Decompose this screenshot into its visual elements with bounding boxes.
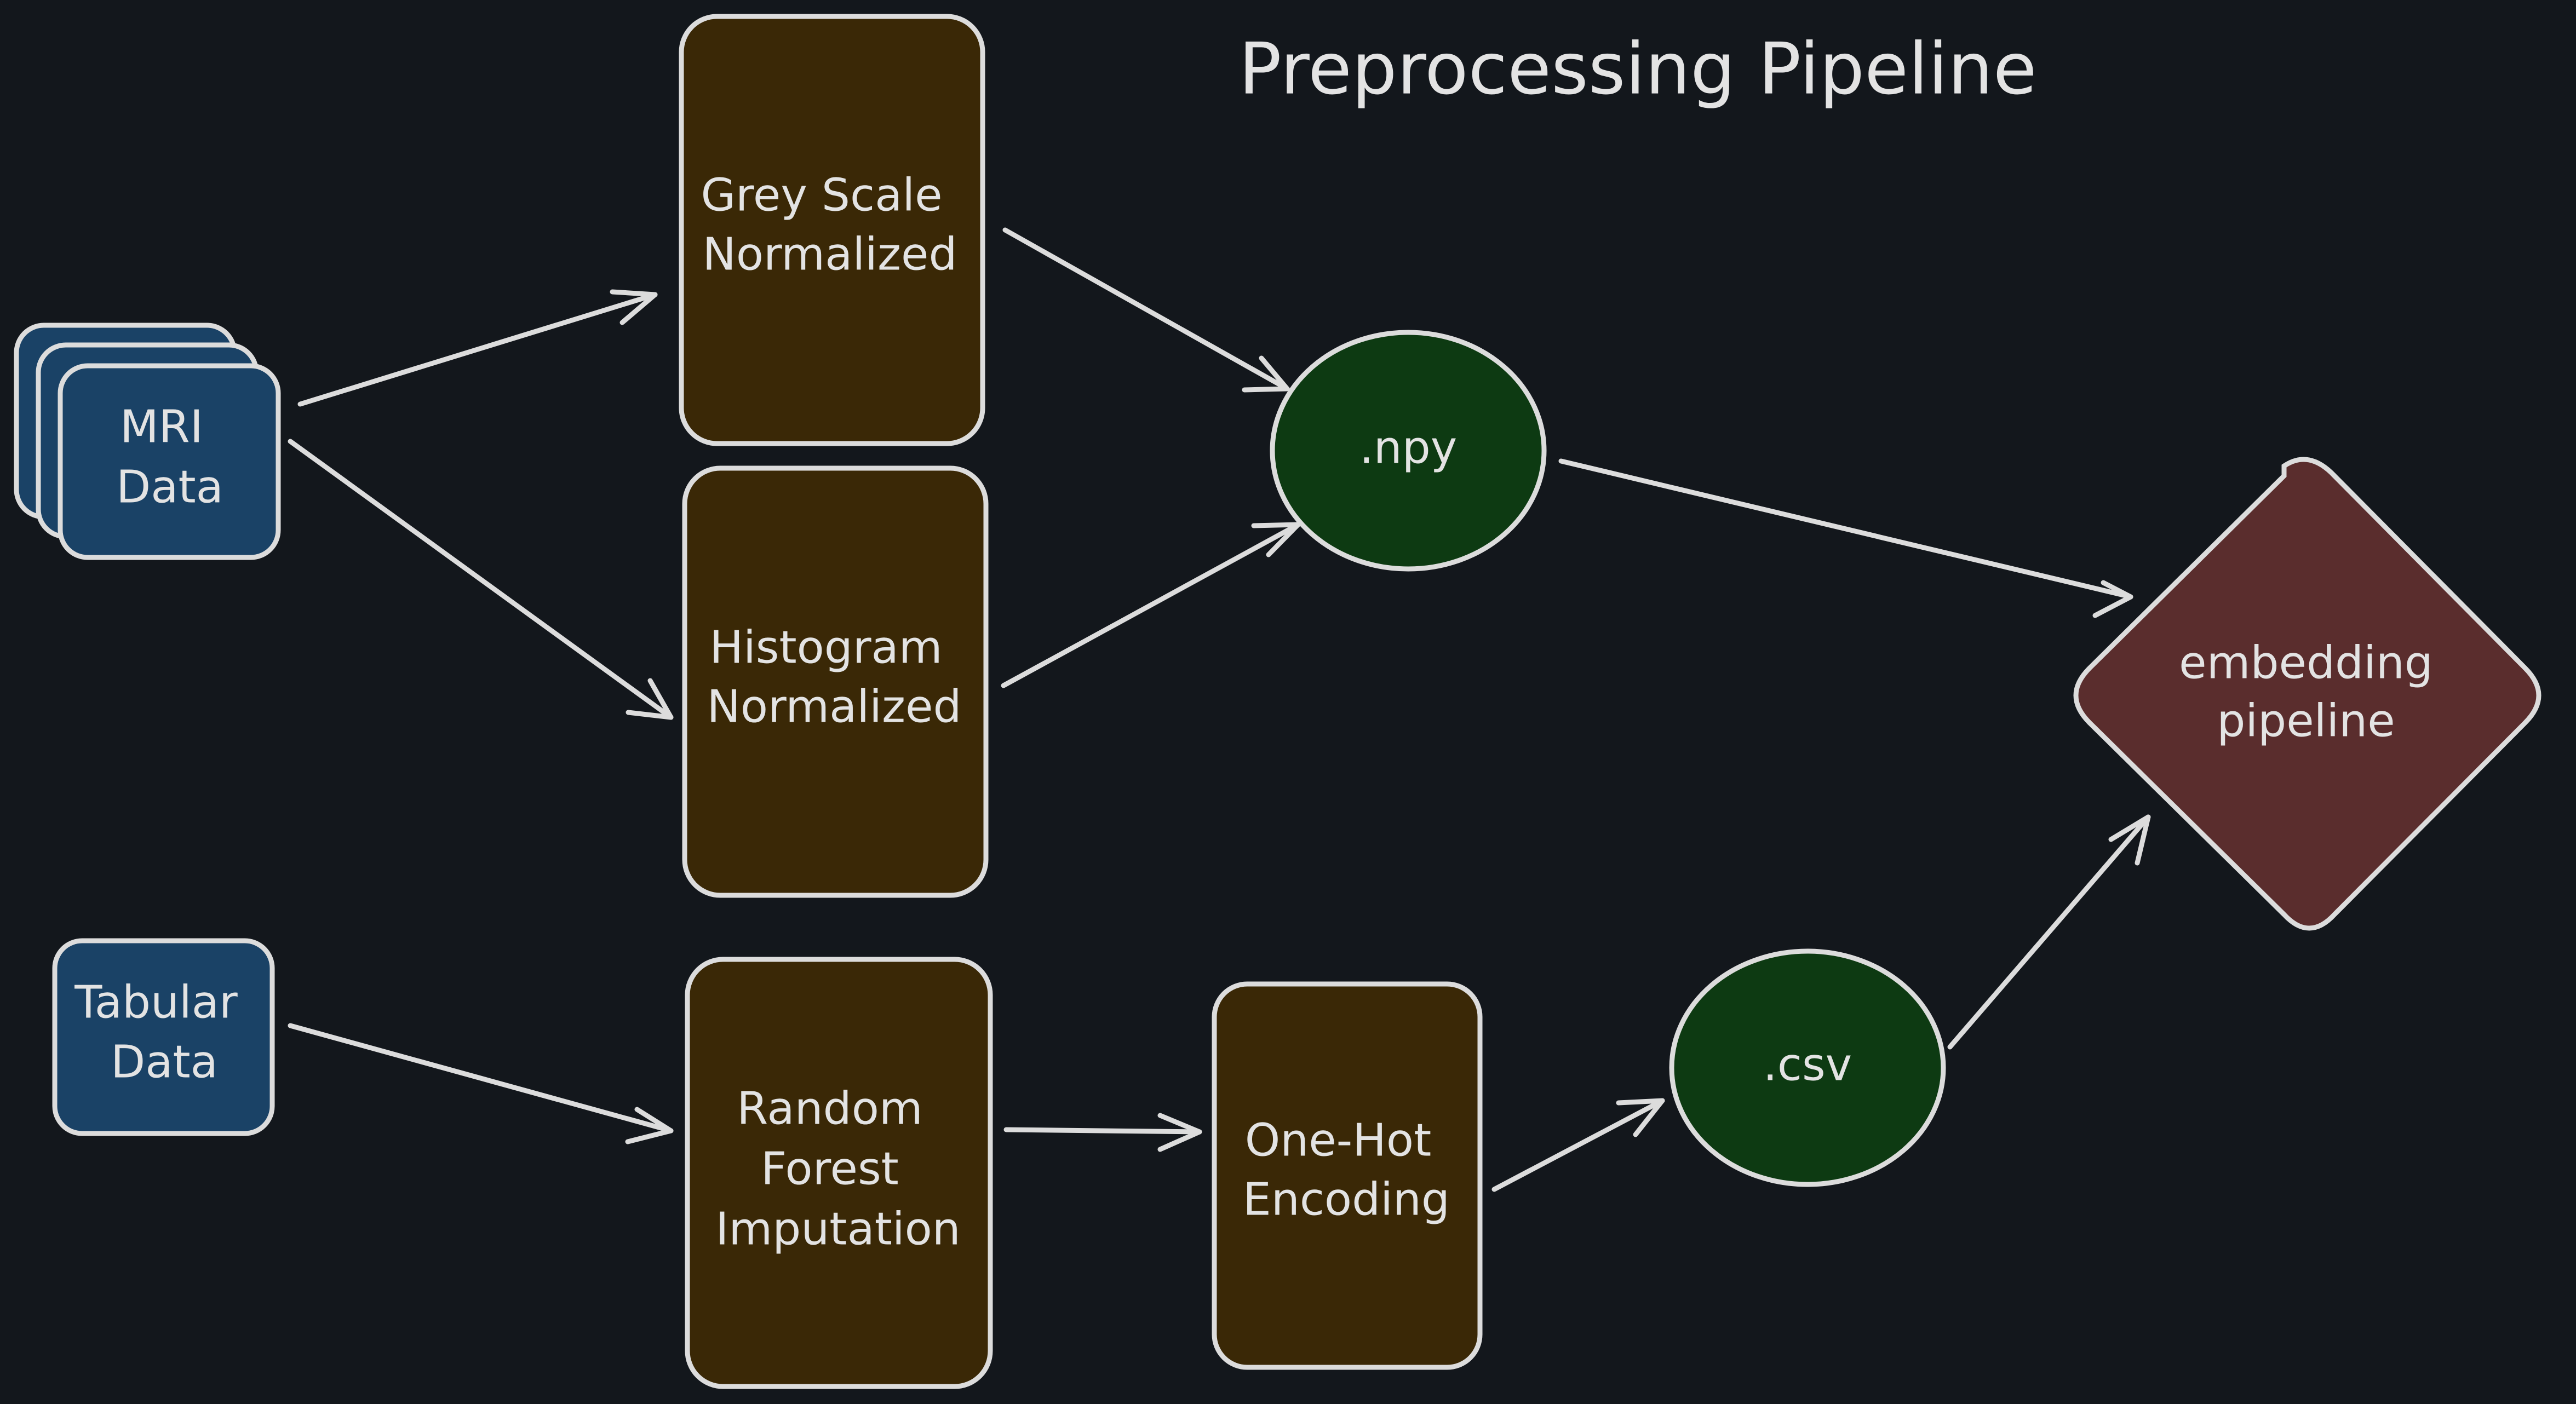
csv-ellipse — [1669, 948, 1946, 1187]
tabular-data-box — [52, 938, 275, 1136]
node-tabular-data: Tabular Data — [52, 938, 275, 1136]
grey-scale-label-line-1: Grey Scale — [701, 169, 942, 221]
embedding-label-line-2: pipeline — [2217, 695, 2395, 747]
tabular-label-line-1: Tabular — [74, 976, 238, 1028]
random-forest-label-line-3: Imputation — [715, 1203, 961, 1255]
arrow-csv-to-embedding-pipeline — [1947, 814, 2151, 1050]
arrow-tabular-to-random-forest — [288, 1023, 674, 1144]
node-grey-scale-normalized: Grey Scale Normalized — [679, 14, 985, 446]
embedding-diamond — [2073, 457, 2541, 931]
diagram-title: Preprocessing Pipeline — [1238, 27, 2036, 111]
random-forest-label-line-2: Forest — [761, 1143, 899, 1195]
arrow-histogram-to-npy — [1001, 522, 1301, 688]
tabular-label-line-2: Data — [111, 1036, 218, 1088]
arrow-grey-scale-to-npy — [1002, 227, 1290, 393]
arrow-mri-to-grey-scale — [297, 289, 658, 407]
arrow-random-forest-to-one-hot — [1003, 1113, 1202, 1152]
mri-label-line-1: MRI — [120, 401, 203, 453]
node-mri-data: MRI Data — [14, 323, 281, 560]
arrow-one-hot-to-csv — [1491, 1098, 1665, 1192]
grey-scale-label-line-2: Normalized — [702, 228, 957, 280]
arrow-mri-to-histogram — [288, 439, 674, 720]
histogram-label-line-1: Histogram — [709, 622, 942, 674]
node-histogram-normalized: Histogram Normalized — [682, 465, 989, 898]
mri-label-line-2: Data — [116, 461, 223, 513]
mri-stack-card-front — [58, 363, 281, 560]
node-npy: .npy — [1270, 330, 1547, 572]
csv-label: .csv — [1763, 1039, 1852, 1091]
node-random-forest-imputation: Random Forest Imputation — [685, 957, 993, 1389]
arrow-npy-to-embedding-pipeline — [1558, 458, 2133, 618]
npy-ellipse — [1270, 330, 1547, 572]
random-forest-label-line-1: Random — [737, 1083, 923, 1135]
embedding-label-line-1: embedding — [2179, 637, 2433, 689]
one-hot-label-line-1: One-Hot — [1245, 1114, 1432, 1166]
histogram-box — [682, 465, 989, 898]
edges — [288, 227, 2151, 1192]
npy-label: .npy — [1359, 422, 1458, 474]
grey-scale-box — [679, 14, 985, 446]
histogram-label-line-2: Normalized — [707, 681, 961, 733]
one-hot-label-line-2: Encoding — [1243, 1173, 1450, 1225]
one-hot-box — [1212, 981, 1483, 1370]
node-embedding-pipeline: embedding pipeline — [2073, 457, 2541, 931]
node-csv: .csv — [1669, 948, 1946, 1187]
node-one-hot-encoding: One-Hot Encoding — [1212, 981, 1483, 1370]
random-forest-box — [685, 957, 993, 1389]
